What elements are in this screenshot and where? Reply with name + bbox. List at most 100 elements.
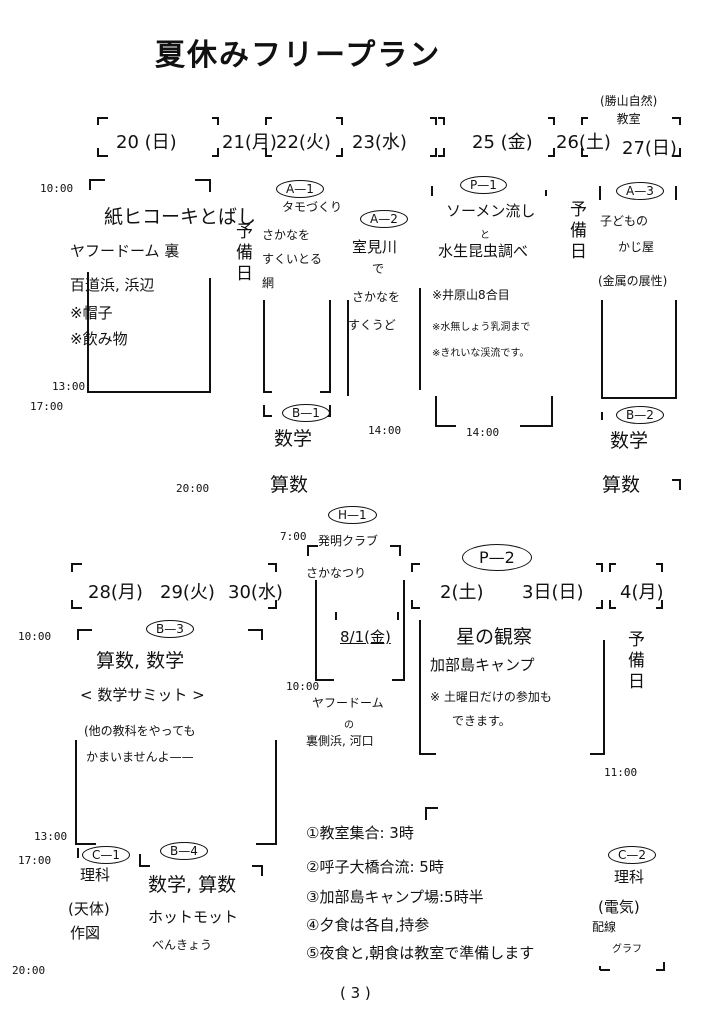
day4-reserve-note: 予備日 <box>624 630 644 693</box>
b2-label2: 算数 <box>602 474 641 496</box>
code-badge-c1: C—1 <box>82 846 131 864</box>
day-header-29: 29(火) <box>160 582 215 603</box>
page-title: 夏休みフリープラン <box>155 38 442 73</box>
b4-line-2: べんきょう <box>152 938 213 952</box>
time-700: 7:00 <box>280 530 307 543</box>
day20-line-1: ヤフードーム 裏 <box>70 242 180 260</box>
b4-label: 数学, 算数 <box>148 874 237 896</box>
time-1000-h1: 10:00 <box>286 680 320 693</box>
day-header-23: 23(水) <box>352 132 407 153</box>
code-badge-b4: B—4 <box>160 842 208 860</box>
day-header-25: 25 (金) <box>472 132 533 153</box>
time-1400a: 14:00 <box>368 424 402 437</box>
day20-title: 紙ヒコーキとばし <box>104 206 257 228</box>
code-badge-b3: B—3 <box>146 620 194 638</box>
a3-line-1: 子どもの <box>600 214 649 228</box>
p1-note-1: ※井原山8合目 <box>432 288 510 302</box>
day-header-30: 30(水) <box>228 582 283 603</box>
day20-line-3: ※帽子 <box>70 304 113 322</box>
time-1000-week2: 10:00 <box>18 630 52 643</box>
h1-line-3: 裏側浜, 河口 <box>306 734 374 748</box>
day26-reserve-note: 予備日 <box>566 200 586 263</box>
a3-note: (金属の展性) <box>598 274 668 288</box>
p1-line-3: 水生昆虫調べ <box>438 242 529 260</box>
code-badge-a3: A—3 <box>616 182 664 200</box>
h1-line-1: ヤフードーム <box>312 696 384 710</box>
code-badge-a2: A—2 <box>360 210 408 228</box>
h1-title: 発明クラブ <box>318 534 379 548</box>
day-header-27: 27(日) <box>622 138 677 159</box>
a2-line-1: 室見川 <box>352 238 398 256</box>
code-badge-p1: P—1 <box>460 176 507 194</box>
p1-line-2: と <box>480 230 490 241</box>
instruction-1: ①教室集合: 3時 <box>306 824 414 842</box>
instruction-2: ②呼子大橋合流: 5時 <box>306 858 444 876</box>
c1-label: 理科 <box>80 866 111 884</box>
a3-line-2: かじ屋 <box>618 240 655 254</box>
day20-line-2: 百道浜, 浜辺 <box>70 276 155 294</box>
day-header-21: 21(月) <box>222 132 277 153</box>
c1-line-1: (天体) <box>68 900 110 918</box>
b3-note-2: かまいませんよ—— <box>86 750 194 764</box>
time-1400b: 14:00 <box>466 426 500 439</box>
time-1000: 10:00 <box>40 182 74 195</box>
day-header-4: 4(月) <box>620 582 664 603</box>
b4-line-1: ホットモット <box>148 908 239 926</box>
h1-sub: さかなつり <box>306 566 367 580</box>
day-header-28: 28(月) <box>88 582 143 603</box>
time-1700: 17:00 <box>30 400 64 413</box>
b3-note-1: (他の教科をやっても <box>84 724 196 738</box>
day20-line-4: ※飲み物 <box>70 330 128 348</box>
c2-label: 理科 <box>614 868 645 886</box>
time-2000: 20:00 <box>176 482 210 495</box>
code-badge-p2: P—2 <box>462 544 532 571</box>
c1-line-2: 作図 <box>70 924 101 942</box>
day-header-3: 3日(日) <box>522 582 584 603</box>
c2-line-1: (電気) <box>598 898 640 916</box>
h1-date: 8/1(金) <box>340 628 391 646</box>
b3-line-1: 算数, 数学 <box>96 650 185 672</box>
b3-line-2: < 数学サミット > <box>80 686 205 704</box>
code-badge-c2: C—2 <box>608 846 657 864</box>
c2-line-2: 配線 <box>592 920 617 934</box>
code-badge-b2: B—2 <box>616 406 664 424</box>
time-2000-week2: 20:00 <box>12 964 46 977</box>
c2-line-3: グラフ <box>612 944 642 955</box>
instruction-4: ④夕食は各自,持参 <box>306 916 430 934</box>
p1-note-2: ※水無しょう乳洞まで <box>432 322 531 333</box>
time-1700-week2: 17:00 <box>18 854 52 867</box>
a2-line-2: で <box>372 262 385 276</box>
p2-note-1: ※ 土曜日だけの参加も <box>430 690 552 704</box>
p2-note-2: できます。 <box>452 714 511 728</box>
p2-sub: 加部島キャンプ <box>430 656 535 674</box>
a2-line-4: すくうど <box>348 318 396 332</box>
a1-line-3: 網 <box>262 276 275 290</box>
day-header-20: 20 (日) <box>116 132 177 153</box>
time-1300-week2: 13:00 <box>34 830 68 843</box>
b1-label2: 算数 <box>270 474 309 496</box>
code-badge-a1: A—1 <box>276 180 324 198</box>
code-badge-b1: B—1 <box>282 404 330 422</box>
a1-line-1: さかなを <box>262 228 311 242</box>
day-header-2: 2(土) <box>440 582 484 603</box>
p2-title: 星の観察 <box>456 626 533 648</box>
b2-label: 数学 <box>610 430 649 452</box>
a1-title: タモづくり <box>282 200 343 214</box>
day-header-26: 26(土) <box>556 132 611 153</box>
p1-line-1: ソーメン流し <box>446 202 536 220</box>
day21-reserve-note: 予備日 <box>232 222 252 285</box>
a2-line-3: さかなを <box>352 290 401 304</box>
a1-line-2: すくいとる <box>262 252 323 266</box>
h1-line-2: の <box>344 720 354 731</box>
corner-note: (勝山自然) 教室 <box>600 94 658 126</box>
time-1300: 13:00 <box>52 380 86 393</box>
time-1100: 11:00 <box>604 766 638 779</box>
code-badge-h1: H—1 <box>328 506 377 524</box>
instruction-3: ③加部島キャンプ場:5時半 <box>306 888 484 906</box>
b1-label: 数学 <box>274 428 313 450</box>
day-header-22: 22(火) <box>276 132 331 153</box>
page-number: ( 3 ) <box>340 984 371 1002</box>
p1-note-3: ※きれいな渓流です。 <box>432 348 530 359</box>
instruction-5: ⑤夜食と,朝食は教室で準備します <box>306 944 535 962</box>
